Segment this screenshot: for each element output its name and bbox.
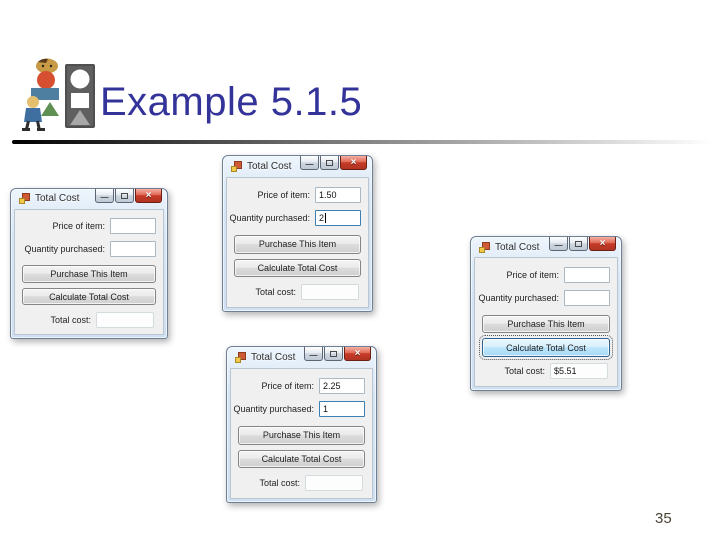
calculate-total-button[interactable]: Calculate Total Cost (238, 449, 365, 469)
total-row: Total cost: $5.51 (475, 363, 617, 380)
quantity-row: Quantity purchased: 2 (227, 209, 368, 227)
quantity-row: Quantity purchased: (15, 240, 163, 257)
minimize-icon: — (309, 350, 318, 360)
minimize-icon: — (554, 240, 563, 250)
titlebar[interactable]: Total Cost — × (14, 189, 164, 209)
form-client-area: Price of item: 1.50 Quantity purchased: … (226, 176, 369, 308)
quantity-input[interactable] (110, 240, 156, 257)
price-input[interactable]: 2.25 (319, 377, 365, 394)
quantity-input[interactable]: 1 (319, 401, 365, 418)
price-label: Price of item: (257, 189, 310, 200)
price-row: Price of item: (475, 266, 617, 284)
close-button[interactable]: × (135, 189, 162, 203)
close-icon: × (354, 347, 361, 359)
quantity-label: Quantity purchased: (24, 243, 105, 254)
minimize-icon: — (100, 192, 109, 202)
page-title: Example 5.1.5 (100, 80, 363, 124)
maximize-icon (330, 350, 337, 357)
total-cost-window-2: Total Cost — × Price of item: 1.50 Quant… (222, 155, 373, 312)
titlebar[interactable]: Total Cost — × (226, 156, 369, 177)
close-icon: × (145, 189, 152, 201)
calculate-total-button[interactable]: Calculate Total Cost (234, 258, 361, 278)
price-input[interactable] (110, 218, 156, 235)
purchase-item-button[interactable]: Purchase This Item (238, 426, 365, 445)
close-icon: × (350, 156, 357, 168)
text-caret (325, 213, 327, 224)
form-client-area: Price of item: 2.25 Quantity purchased: … (230, 367, 373, 499)
maximize-button[interactable] (324, 347, 343, 361)
maximize-button[interactable] (569, 237, 588, 251)
close-button[interactable]: × (589, 237, 616, 251)
total-label: Total cost: (504, 366, 545, 377)
total-row: Total cost: (15, 311, 163, 328)
calculate-total-button[interactable]: Calculate Total Cost (22, 287, 156, 306)
price-row: Price of item: 2.25 (231, 377, 372, 395)
purchase-item-button[interactable]: Purchase This Item (234, 235, 361, 254)
maximize-icon (575, 240, 582, 247)
window-title: Total Cost (247, 160, 292, 172)
total-output (301, 284, 359, 301)
maximize-button[interactable] (115, 189, 134, 203)
maximize-icon (121, 192, 128, 199)
price-input[interactable]: 1.50 (315, 186, 361, 203)
price-row: Price of item: (15, 218, 163, 235)
titlebar[interactable]: Total Cost — × (230, 347, 373, 368)
minimize-button[interactable]: — (95, 189, 114, 203)
close-button[interactable]: × (340, 156, 367, 170)
total-output (96, 311, 154, 328)
form-icon (231, 160, 242, 172)
quantity-label: Quantity purchased: (229, 213, 310, 224)
quantity-row: Quantity purchased: 1 (231, 400, 372, 418)
purchase-item-button[interactable]: Purchase This Item (482, 315, 610, 334)
total-cost-window-3: Total Cost — × Price of item: 2.25 Quant… (226, 346, 377, 503)
minimize-button[interactable]: — (300, 156, 319, 170)
quantity-input[interactable] (564, 290, 610, 307)
total-cost-window-1: Total Cost — × Price of item: Quantity p… (10, 188, 168, 339)
window-title: Total Cost (251, 351, 296, 363)
calculate-total-button[interactable]: Calculate Total Cost (479, 335, 613, 360)
window-title: Total Cost (35, 193, 80, 205)
purchase-item-button[interactable]: Purchase This Item (22, 265, 156, 283)
form-icon (235, 351, 246, 363)
quantity-label: Quantity purchased: (478, 293, 559, 304)
total-row: Total cost: (231, 474, 372, 492)
price-label: Price of item: (52, 221, 105, 232)
price-label: Price of item: (261, 380, 314, 391)
maximize-icon (326, 159, 333, 166)
total-row: Total cost: (227, 283, 368, 301)
form-client-area: Price of item: Quantity purchased: Purch… (474, 257, 618, 387)
minimize-button[interactable]: — (549, 237, 568, 251)
price-input[interactable] (564, 267, 610, 284)
page-number: 35 (655, 510, 672, 527)
quantity-label: Quantity purchased: (233, 404, 314, 415)
total-label: Total cost: (259, 478, 300, 489)
form-client-area: Price of item: Quantity purchased: Purch… (14, 208, 164, 335)
divider-rule (12, 140, 714, 144)
titlebar[interactable]: Total Cost — × (474, 237, 618, 257)
quantity-row: Quantity purchased: (475, 290, 617, 307)
form-icon (479, 241, 490, 253)
minimize-button[interactable]: — (304, 347, 323, 361)
quantity-input[interactable]: 2 (315, 210, 361, 227)
total-label: Total cost: (50, 314, 91, 325)
total-output: $5.51 (550, 363, 608, 380)
form-icon (19, 193, 30, 205)
total-output (305, 475, 363, 492)
price-row: Price of item: 1.50 (227, 186, 368, 204)
total-label: Total cost: (255, 287, 296, 298)
price-label: Price of item: (506, 270, 559, 281)
close-icon: × (599, 237, 606, 249)
maximize-button[interactable] (320, 156, 339, 170)
window-title: Total Cost (495, 241, 540, 253)
close-button[interactable]: × (344, 347, 371, 361)
total-cost-window-4: Total Cost — × Price of item: Quantity p… (470, 236, 622, 391)
shapes-clipart-logo (22, 58, 95, 131)
minimize-icon: — (305, 159, 314, 169)
